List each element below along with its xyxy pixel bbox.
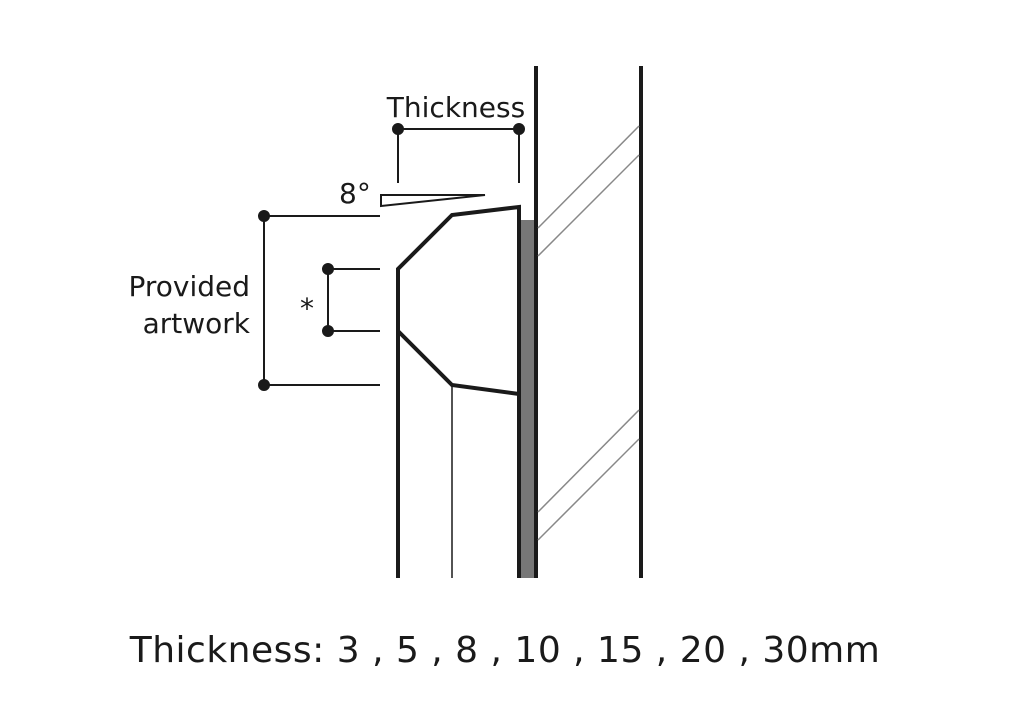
- lower-bevel: [396, 329, 520, 396]
- wall: [534, 66, 643, 578]
- angle-label: 8°: [339, 177, 371, 210]
- thickness-options-caption: Thickness: 3 , 5 , 8 , 10 , 15 , 20 , 30…: [129, 630, 881, 671]
- angle-wedge-icon: [380, 194, 486, 208]
- thickness-dimension: [392, 123, 525, 183]
- wall-hatching: [537, 125, 640, 541]
- asterisk-label: *: [300, 292, 314, 325]
- sign-profile: [396, 204, 521, 578]
- sign-outline: [396, 204, 521, 578]
- provided-artwork-label-line2: artwork: [143, 307, 251, 340]
- asterisk-dimension: [322, 263, 380, 337]
- provided-artwork-dimension: [258, 210, 380, 391]
- backing-plate: [519, 220, 534, 578]
- provided-artwork-label-line1: Provided: [128, 270, 250, 303]
- thickness-label: Thickness: [386, 91, 525, 124]
